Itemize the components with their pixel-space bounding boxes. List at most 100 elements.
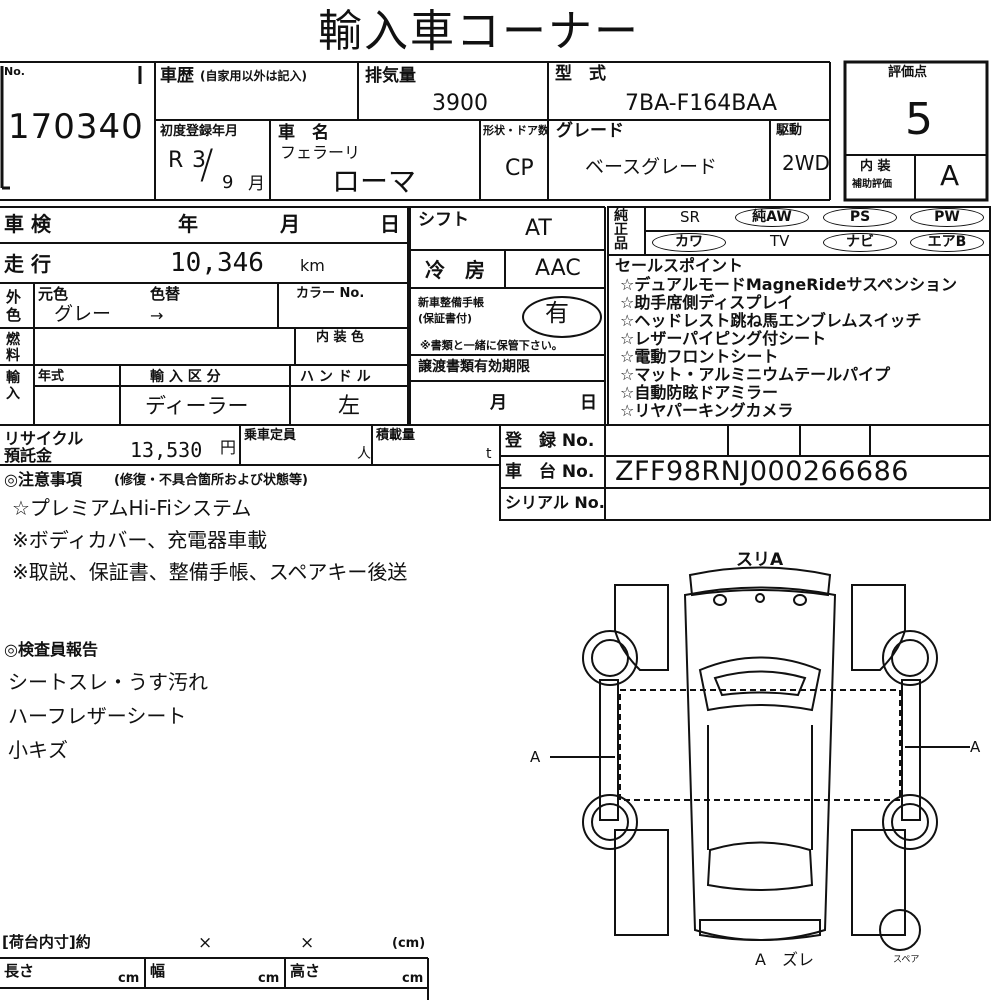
handle-label: ハ ン ド ル	[300, 369, 371, 385]
interior-score-value: A	[940, 159, 960, 192]
color-change-value: →	[150, 306, 164, 325]
registration-era: R	[168, 148, 184, 173]
mileage-value: 10,346	[170, 248, 264, 278]
notes-sub: (修復・不具合箇所および状態等)	[114, 473, 308, 488]
orig-color-value: グレー	[54, 303, 112, 325]
sales-points-label: セールスポイント	[615, 256, 744, 275]
ext-color-label: 外色	[6, 288, 22, 324]
aircon-value: AAC	[535, 256, 581, 281]
interior-color-label: 内 装 色	[316, 330, 365, 345]
aircon-label: 冷 房	[425, 258, 485, 282]
interior-score-label: 内 装	[860, 159, 891, 174]
diagram-bottom-mark: A ズレ	[755, 950, 814, 969]
displacement-value: 3900	[432, 91, 488, 116]
import-type-value: ディーラー	[145, 394, 249, 418]
load-label: 積載量	[376, 428, 416, 443]
diagram-left-mark: A	[530, 748, 541, 766]
transfer-label: 譲渡書類有効期限	[418, 359, 530, 375]
cargo-height-label: 高さ	[290, 962, 321, 980]
mileage-unit: km	[300, 256, 325, 275]
manual-value: 有	[545, 299, 569, 327]
sales-point-item: ☆リヤパーキングカメラ	[620, 401, 794, 420]
sales-point-item: ☆マット・アルミニウムテールパイプ	[620, 365, 891, 384]
note-item: ☆プレミアムHi-Fiシステム	[12, 496, 252, 520]
cargo-length-unit: cm	[118, 971, 140, 986]
history-label: 車歴	[160, 66, 194, 86]
body-label: 形状・ドア数	[483, 124, 549, 137]
capacity-label: 乗車定員	[244, 428, 297, 443]
capacity-unit: 人	[357, 446, 371, 462]
history-sub: (自家用以外は記入)	[200, 69, 307, 83]
diagram-top-mark: スリA	[736, 550, 784, 570]
registration-label: 初度登録年月	[160, 124, 239, 139]
cargo-height-unit: cm	[402, 971, 424, 986]
recycle-value: 13,530	[130, 438, 203, 462]
grade-label: グレード	[556, 121, 624, 141]
shift-label: シフト	[418, 210, 469, 230]
inspection-year: 年	[178, 212, 198, 236]
reg-no-label: 登 録 No.	[505, 431, 595, 451]
lot-number: 170340	[8, 107, 144, 147]
sales-point-item: ☆電動フロントシート	[620, 347, 779, 366]
score-value: 5	[905, 94, 933, 145]
drive-label: 駆動	[776, 123, 803, 138]
import-label: 輸入	[6, 370, 20, 402]
inspection-label: 車 検	[4, 212, 51, 236]
manual-note: ※書類と一緒に保管下さい。	[420, 339, 563, 352]
handle-value: 左	[338, 394, 361, 419]
note-item: ※ボディカバー、充電器車載	[12, 528, 268, 552]
lot-no-label: No.	[4, 65, 25, 78]
cargo-label: [荷台内寸]約	[2, 933, 91, 951]
equipment-label: 純正品	[614, 208, 628, 252]
inspector-label: ◎検査員報告	[4, 640, 98, 659]
equipment-navi: ナビ	[823, 233, 897, 252]
sales-point-item: ☆自動防眩ドアミラー	[620, 383, 779, 402]
manual-label: 新車整備手帳 (保証書付)	[418, 296, 484, 325]
equipment-ps: PS	[823, 208, 897, 227]
equipment-airbag: エアB	[910, 233, 984, 252]
car-maker: フェラーリ	[280, 143, 361, 162]
note-item: ※取説、保証書、整備手帳、スペアキー後送	[12, 560, 408, 584]
mileage-label: 走 行	[4, 252, 51, 276]
shift-value: AT	[525, 216, 552, 241]
drive-value: 2WD	[782, 151, 830, 175]
sales-point-item: ☆助手席側ディスプレイ	[620, 293, 794, 312]
manual-circle	[522, 296, 602, 338]
body-value: CP	[505, 156, 534, 181]
inspection-day: 日	[380, 212, 400, 236]
equipment-sr: SR	[680, 208, 700, 226]
notes-label: ◎注意事項	[4, 470, 82, 489]
inspector-item: 小キズ	[8, 738, 68, 762]
interior-score-sub: 補助評価	[852, 179, 892, 190]
inspector-item: ハーフレザーシート	[8, 704, 187, 728]
sales-point-item: ☆デュアルモードMagneRideサスペンション	[620, 275, 957, 294]
equipment-alloy-wheel: 純AW	[735, 208, 809, 227]
cargo-x2: ×	[300, 933, 315, 953]
model-label: 型 式	[555, 64, 606, 84]
inspector-item: シートスレ・うす汚れ	[8, 670, 208, 694]
load-unit: t	[486, 446, 492, 462]
equipment-pw: PW	[910, 208, 984, 227]
car-name: ローマ	[332, 165, 417, 198]
sales-point-item: ☆ヘッドレスト跳ね馬エンブレムスイッチ	[620, 311, 922, 330]
color-no-label: カラー No.	[296, 286, 365, 301]
serial-label: シリアル No.	[505, 493, 605, 512]
equipment-leather: カワ	[652, 233, 726, 252]
grade-value: ベースグレード	[585, 156, 718, 178]
cargo-width-label: 幅	[150, 962, 166, 980]
displacement-label: 排気量	[365, 66, 416, 86]
import-year-label: 年式	[38, 369, 65, 384]
registration-slash: /	[200, 142, 214, 188]
page-title: 輸入車コーナー	[318, 6, 640, 57]
diagram-right-mark: A	[970, 738, 981, 756]
score-label: 評価点	[888, 65, 928, 80]
registration-month-unit: 月	[248, 174, 265, 194]
color-change-label: 色替	[150, 285, 181, 303]
inspection-month: 月	[280, 212, 300, 236]
fuel-label: 燃料	[6, 332, 20, 364]
recycle-label: リサイクル 預託金	[4, 429, 84, 465]
import-type-label: 輸 入 区 分	[150, 369, 221, 385]
spare-label: スペア	[893, 955, 920, 965]
equipment-tv: TV	[770, 232, 790, 250]
